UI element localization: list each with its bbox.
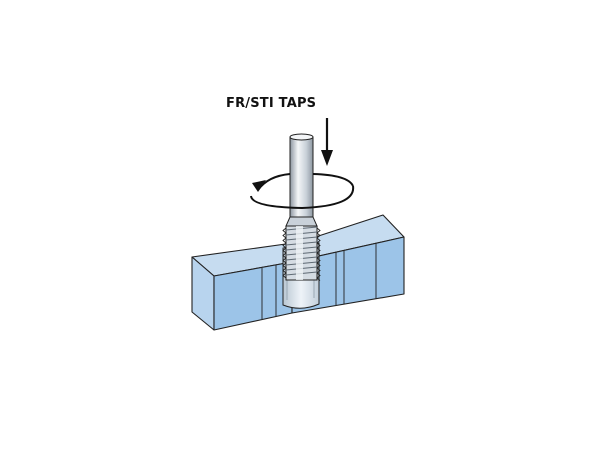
tap-shank [289, 136, 314, 218]
tap-tool [282, 133, 321, 281]
rotation-arrow-icon [250, 173, 355, 210]
diagram-title: FR/STI TAPS [226, 96, 317, 111]
feed-arrow-icon [321, 118, 333, 166]
